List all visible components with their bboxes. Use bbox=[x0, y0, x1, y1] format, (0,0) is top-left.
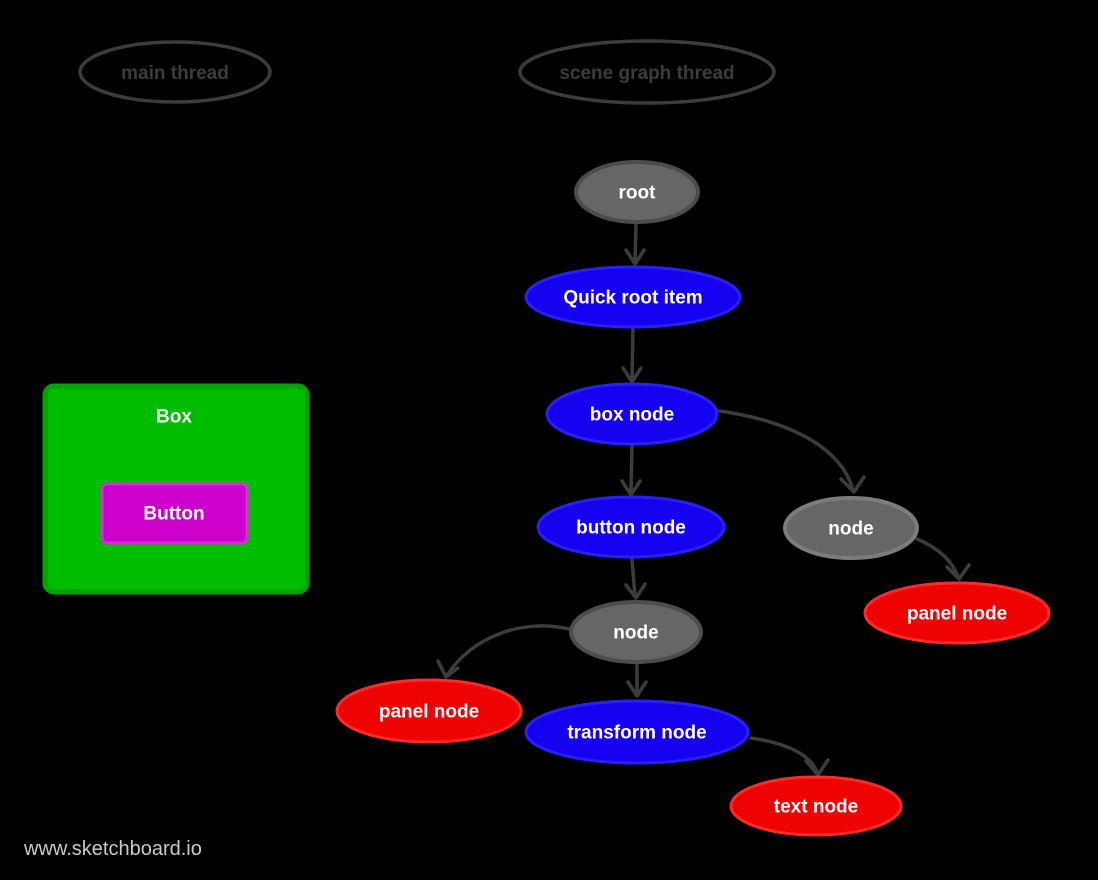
panel-node-left-ellipse bbox=[335, 678, 523, 744]
node-root[interactable]: root bbox=[574, 160, 700, 224]
scene-graph-thread-outline bbox=[518, 39, 776, 105]
edge-button-node-node-center bbox=[624, 557, 647, 600]
preview-button[interactable]: Button bbox=[100, 482, 249, 545]
transform-node-label: transform node bbox=[567, 723, 706, 744]
thread-ellipse-scene-graph[interactable]: scene graph thread bbox=[518, 39, 776, 105]
scene-graph-thread-label: scene graph thread bbox=[559, 63, 734, 84]
transform-node-ellipse bbox=[524, 699, 750, 765]
quick-root-item-label: Quick root item bbox=[563, 288, 702, 309]
edge-box-node-button-node bbox=[620, 443, 642, 497]
node-panel-node-left[interactable]: panel node bbox=[335, 678, 523, 744]
root-label: root bbox=[619, 183, 657, 204]
button-label: Button bbox=[143, 504, 204, 525]
node-quick-root-item[interactable]: Quick root item bbox=[524, 265, 742, 329]
edge-box-node-node-right bbox=[718, 409, 866, 494]
box-node-ellipse bbox=[545, 382, 719, 446]
box-node-label: box node bbox=[590, 405, 674, 426]
node-center-ellipse bbox=[569, 600, 703, 664]
button-rect bbox=[100, 482, 249, 545]
node-transform-node[interactable]: transform node bbox=[524, 699, 750, 765]
node-center-label: node bbox=[613, 623, 658, 644]
edge-node-center-transform-node bbox=[626, 663, 648, 698]
node-center[interactable]: node bbox=[569, 600, 703, 664]
button-node-ellipse bbox=[536, 495, 726, 559]
text-node-label: text node bbox=[774, 797, 858, 818]
edge-transform-node-text-node bbox=[749, 736, 830, 777]
node-right-ellipse bbox=[783, 496, 919, 560]
node-button-node[interactable]: button node bbox=[536, 495, 726, 559]
node-panel-node-right[interactable]: panel node bbox=[863, 581, 1051, 645]
quick-root-item-ellipse bbox=[524, 265, 742, 329]
node-text-node[interactable]: text node bbox=[729, 775, 903, 837]
edge-node-center-panel-node-left bbox=[436, 624, 575, 679]
panel-node-right-ellipse bbox=[863, 581, 1051, 645]
panel-node-left-label: panel node bbox=[379, 702, 479, 723]
main-thread-outline bbox=[78, 40, 272, 104]
box-label: Box bbox=[156, 407, 192, 428]
edge-node-right-panel-node-right bbox=[915, 537, 971, 581]
edges-layer bbox=[436, 222, 971, 777]
edge-root-quick-root-item bbox=[624, 222, 646, 266]
main-thread-label: main thread bbox=[121, 63, 229, 84]
thread-ellipse-main[interactable]: main thread bbox=[78, 40, 272, 104]
node-box-node[interactable]: box node bbox=[545, 382, 719, 446]
node-right[interactable]: node bbox=[783, 496, 919, 560]
root-ellipse bbox=[574, 160, 700, 224]
sketchboard-watermark: www.sketchboard.io bbox=[23, 838, 202, 860]
panel-node-right-label: panel node bbox=[907, 604, 1007, 625]
node-right-label: node bbox=[828, 519, 873, 540]
button-node-label: button node bbox=[576, 518, 686, 539]
text-node-ellipse bbox=[729, 775, 903, 837]
edge-quick-root-item-box-node bbox=[621, 328, 643, 384]
